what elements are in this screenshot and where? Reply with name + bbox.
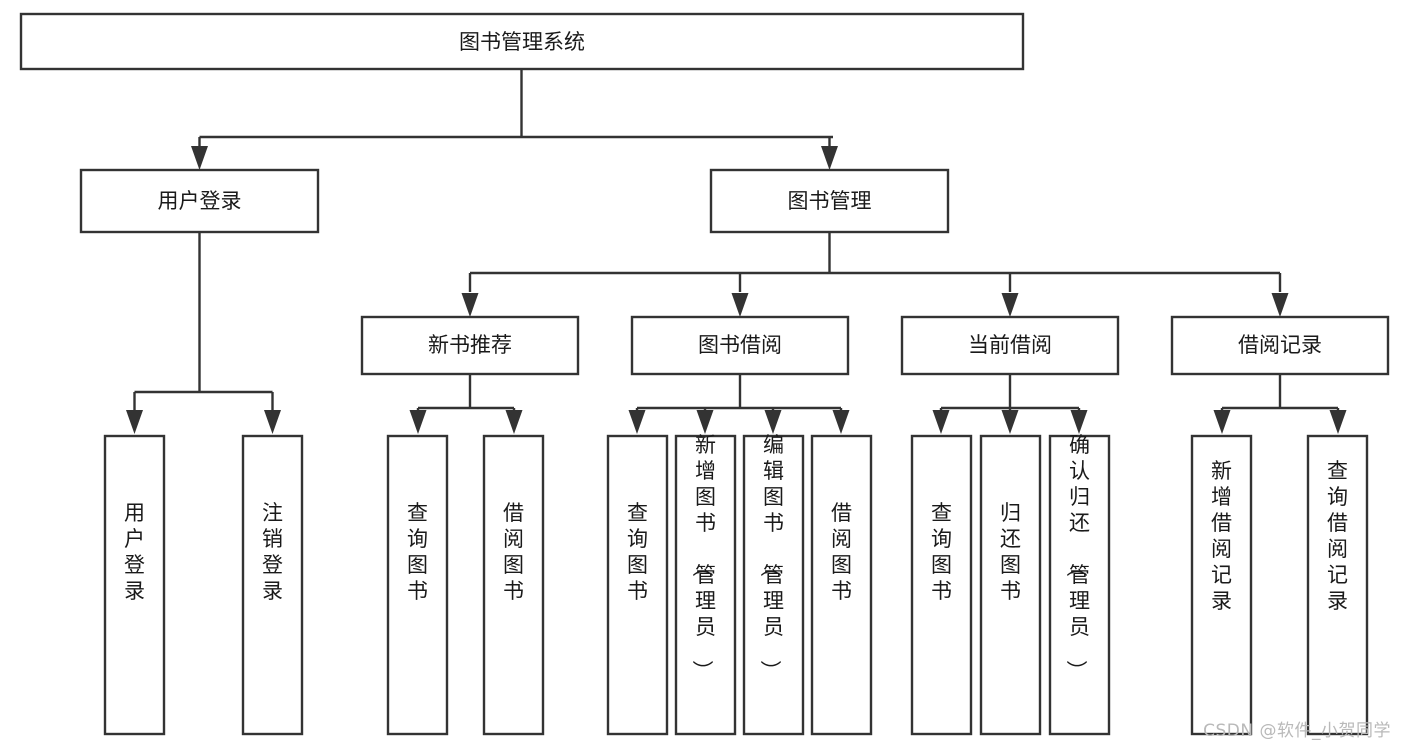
node-book-borrow[interactable]: 图书借阅: [630, 315, 850, 376]
arrow-to-current-borrow: [1001, 293, 1019, 317]
leaf-add-record-box[interactable]: [1190, 434, 1253, 736]
node-borrow-record-box[interactable]: [1170, 315, 1390, 376]
leaf-add-record-label: 新增借阅记录: [1211, 459, 1232, 613]
arrow-to-user-login: [191, 146, 208, 170]
arrow-to-leaf-return-book: [1001, 410, 1019, 434]
arrow-to-leaf-borrow-book-1: [505, 410, 523, 434]
node-book-manage-label: 图书管理: [788, 189, 872, 213]
arrow-to-leaf-borrow-book-2: [832, 410, 850, 434]
leaf-add-book-label: 新增图书（管理员）: [690, 433, 716, 681]
leaf-query-book-2-box[interactable]: [606, 434, 669, 736]
connectors-layer: [126, 69, 1347, 434]
arrow-to-leaf-query-record: [1329, 410, 1347, 434]
leaf-query-book-1-label: 查询图书: [407, 501, 428, 603]
leaf-query-book-3-label: 查询图书: [931, 501, 952, 603]
node-root[interactable]: 图书管理系统: [19, 12, 1025, 71]
leaf-confirm-return-label: 确认归还（管理员）: [1064, 433, 1090, 681]
arrow-to-leaf-edit-book: [764, 410, 782, 434]
leaf-add-book[interactable]: 新增图书（管理员）: [674, 433, 737, 736]
leaf-confirm-return[interactable]: 确认归还（管理员）: [1048, 433, 1111, 736]
arrow-to-leaf-logout-login: [264, 410, 281, 434]
leaf-borrow-book-2-box[interactable]: [810, 434, 873, 736]
connector-book-manage-to-level3: [468, 232, 1282, 292]
leaf-borrow-book-1-box[interactable]: [482, 434, 545, 736]
connector-new-book-recommend-to-leaves: [416, 374, 516, 412]
leaf-query-book-2-label: 查询图书: [627, 501, 648, 603]
leaf-user-login-box[interactable]: [103, 434, 166, 736]
leaf-query-record[interactable]: 查询借阅记录: [1306, 434, 1369, 736]
leaf-query-record-box[interactable]: [1306, 434, 1369, 736]
arrow-to-book-borrow: [731, 293, 749, 317]
leaf-borrow-book-2-label: 借阅图书: [831, 501, 852, 603]
leaf-borrow-book-2[interactable]: 借阅图书: [810, 434, 873, 736]
leaf-add-record[interactable]: 新增借阅记录: [1190, 434, 1253, 736]
leaf-query-book-3-box[interactable]: [910, 434, 973, 736]
leaf-add-book-box[interactable]: [674, 434, 737, 736]
leaf-logout-login-box[interactable]: [241, 434, 304, 736]
node-user-login[interactable]: 用户登录: [79, 168, 320, 234]
leaf-return-book-label: 归还图书: [1000, 501, 1021, 603]
node-borrow-record[interactable]: 借阅记录: [1170, 315, 1390, 376]
node-current-borrow-box[interactable]: [900, 315, 1120, 376]
node-user-login-box[interactable]: [79, 168, 320, 234]
leaf-query-book-2[interactable]: 查询图书: [606, 434, 669, 736]
leaf-return-book[interactable]: 归还图书: [979, 434, 1042, 736]
arrow-to-book-manage: [821, 146, 838, 170]
leaf-query-book-3[interactable]: 查询图书: [910, 434, 973, 736]
node-new-book-recommend-label: 新书推荐: [428, 333, 512, 357]
arrow-to-leaf-user-login: [126, 410, 143, 434]
node-new-book-recommend-box[interactable]: [360, 315, 580, 376]
connector-root-to-level2: [198, 69, 833, 156]
connector-book-borrow-to-leaves: [635, 374, 843, 412]
leaf-edit-book[interactable]: 编辑图书（管理员）: [742, 433, 805, 736]
node-root-box[interactable]: [19, 12, 1025, 71]
node-current-borrow[interactable]: 当前借阅: [900, 315, 1120, 376]
leaf-logout-login[interactable]: 注销登录: [241, 434, 304, 736]
arrow-to-new-book-recommend: [461, 293, 479, 317]
leaf-return-book-box[interactable]: [979, 434, 1042, 736]
node-current-borrow-label: 当前借阅: [968, 333, 1052, 357]
node-root-label: 图书管理系统: [459, 30, 585, 54]
arrow-to-leaf-add-book: [696, 410, 714, 434]
node-user-login-label: 用户登录: [158, 189, 242, 213]
leaf-confirm-return-box[interactable]: [1048, 434, 1111, 736]
arrow-to-leaf-query-book-1: [409, 410, 427, 434]
arrow-to-leaf-add-record: [1213, 410, 1231, 434]
leaf-query-book-1[interactable]: 查询图书: [386, 434, 449, 736]
arrow-to-leaf-query-book-2: [628, 410, 646, 434]
node-borrow-record-label: 借阅记录: [1238, 333, 1322, 357]
leaf-logout-login-label: 注销登录: [262, 501, 283, 603]
arrow-to-leaf-query-book-3: [932, 410, 950, 434]
node-book-manage-box[interactable]: [709, 168, 950, 234]
node-new-book-recommend[interactable]: 新书推荐: [360, 315, 580, 376]
leaf-user-login[interactable]: 用户登录: [103, 434, 166, 736]
arrow-to-leaf-confirm-return: [1070, 410, 1088, 434]
node-book-manage[interactable]: 图书管理: [709, 168, 950, 234]
leaf-borrow-book-1[interactable]: 借阅图书: [482, 434, 545, 736]
leaf-edit-book-label: 编辑图书（管理员）: [758, 433, 784, 681]
node-book-borrow-label: 图书借阅: [698, 333, 782, 357]
leaf-user-login-label: 用户登录: [124, 501, 145, 603]
connector-user-login-to-leaves: [133, 232, 274, 412]
node-book-borrow-box[interactable]: [630, 315, 850, 376]
csdn-watermark: CSDN @软件_小贺同学: [1203, 721, 1391, 741]
connector-current-borrow-to-leaves: [939, 374, 1081, 412]
connector-borrow-record-to-leaves: [1220, 374, 1340, 412]
leaf-borrow-book-1-label: 借阅图书: [503, 501, 524, 603]
leaf-query-record-label: 查询借阅记录: [1327, 459, 1348, 613]
arrow-to-borrow-record: [1271, 293, 1289, 317]
leaf-query-book-1-box[interactable]: [386, 434, 449, 736]
leaf-edit-book-box[interactable]: [742, 434, 805, 736]
